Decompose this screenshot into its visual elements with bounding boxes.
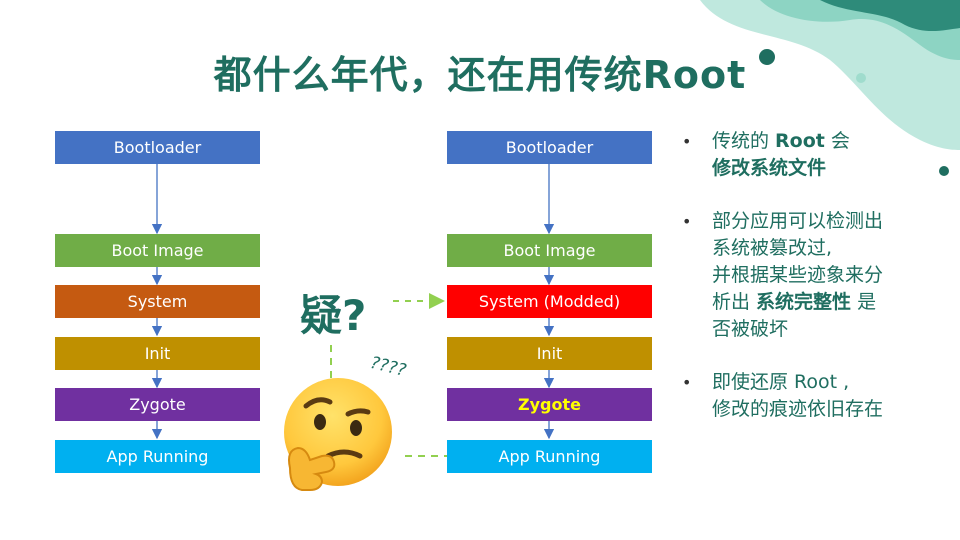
bullet-3-line-1: 即使还原 Root , [712, 371, 850, 393]
right-system-modded-box: System (Modded) [447, 285, 652, 318]
bullet-2-line-4-pre: 析出 [712, 291, 757, 313]
bullet-2-line-2: 系统被篡改过, [712, 237, 833, 259]
left-app-running-box: App Running [55, 440, 260, 473]
bullet-dot: • [682, 212, 692, 231]
bullet-item-3: • 即使还原 Root , 修改的痕迹依旧存在 [680, 369, 950, 423]
bullet-2-line-1: 部分应用可以检测出 [712, 210, 884, 232]
bullet-1-root: Root [775, 130, 825, 152]
right-zygote-label: Zygote [518, 395, 581, 414]
right-bootloader-box: Bootloader [447, 131, 652, 164]
bullet-1-text-mid: 会 [824, 130, 850, 152]
left-init-box: Init [55, 337, 260, 370]
doubt-label: 疑? [300, 291, 367, 340]
bullet-1-bold-text: 修改系统文件 [712, 157, 827, 179]
bullet-dot: • [682, 373, 692, 392]
right-zygote-box: Zygote [447, 388, 652, 421]
thinking-face-icon [284, 378, 392, 491]
left-zygote-box: Zygote [55, 388, 260, 421]
bullet-2-bold-text: 系统完整性 [756, 291, 852, 313]
right-boot-image-box: Boot Image [447, 234, 652, 267]
bullet-3-line-2: 修改的痕迹依旧存在 [712, 398, 884, 420]
right-init-box: Init [447, 337, 652, 370]
right-app-running-box: App Running [447, 440, 652, 473]
bullet-2-line-4-post: 是 [851, 291, 877, 313]
bullet-2-line-5: 否被破坏 [712, 318, 789, 340]
left-bootloader-box: Bootloader [55, 131, 260, 164]
bullet-item-2: • 部分应用可以检测出 系统被篡改过, 并根据某些迹象来分 析出 系统完整性 是… [680, 208, 950, 343]
bullet-dot: • [682, 132, 692, 151]
bullet-item-1: • 传统的 Root 会 修改系统文件 [680, 128, 950, 182]
slide-title: 都什么年代，还在用传统Root [213, 53, 747, 97]
bullet-1-text-pre: 传统的 [712, 130, 776, 152]
left-system-box: System [55, 285, 260, 318]
left-boot-image-box: Boot Image [55, 234, 260, 267]
bullet-2-line-3: 并根据某些迹象来分 [712, 264, 884, 286]
bullet-list: • 传统的 Root 会 修改系统文件 • 部分应用可以检测出 系统被篡改过, … [680, 128, 950, 449]
